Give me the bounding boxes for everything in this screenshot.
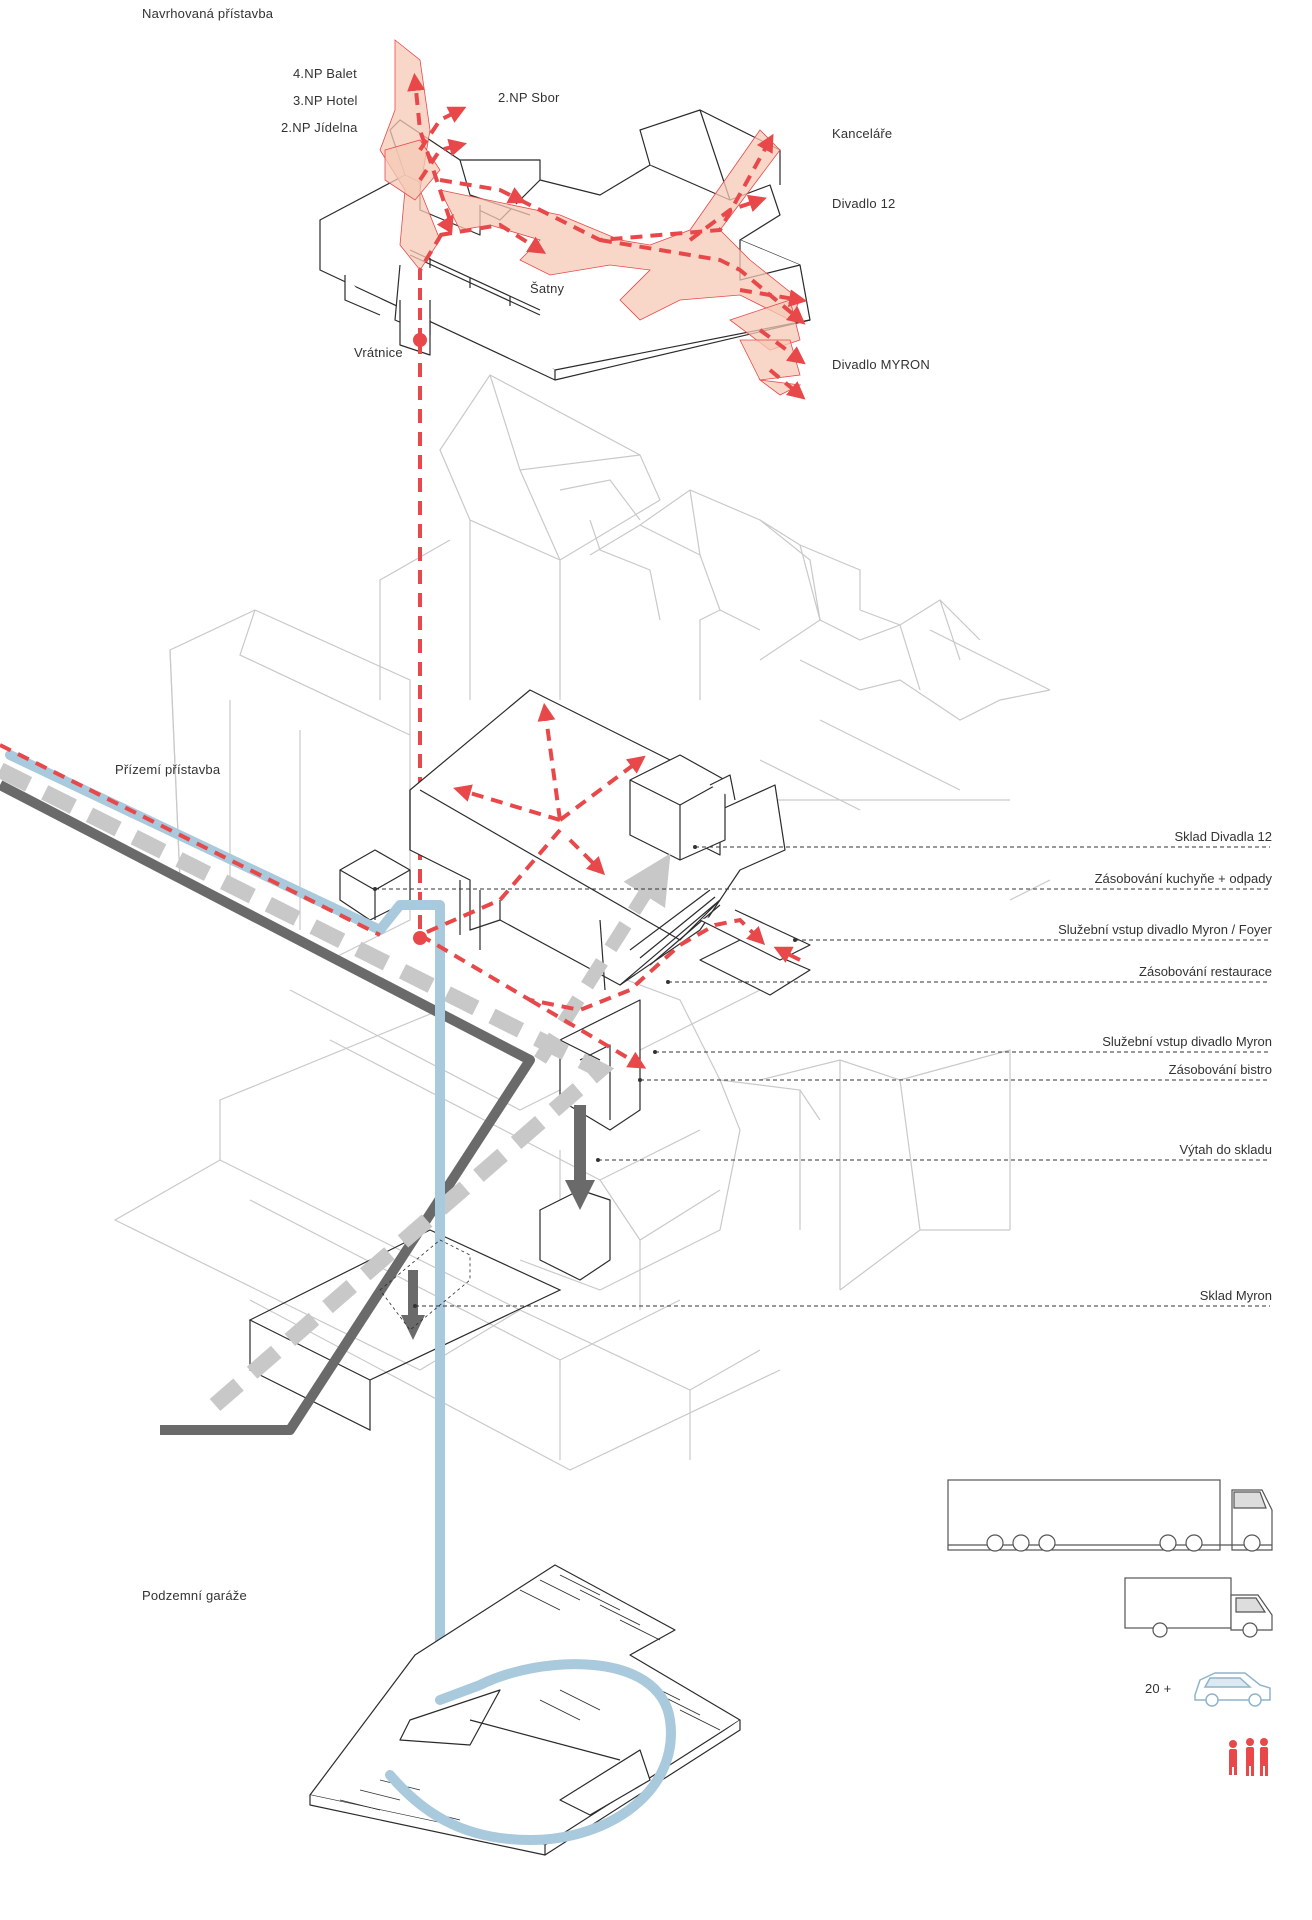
floor-label-4np: 4.NP Balet [293,66,357,81]
callout-vytah-do-skladu: Výtah do skladu [1179,1142,1272,1157]
destination-myron: Divadlo MYRON [832,357,930,372]
vratnice-node [413,333,427,347]
garage-blue-loop [385,1659,676,1846]
truck-route-grey-arrow [534,853,671,1064]
red-street-route [0,743,381,937]
callout-sluzebni-vstup-myron: Služební vstup divadlo Myron [1102,1034,1272,1049]
callout-zasobovani-restaurace: Zásobování restaurace [1139,964,1272,979]
destination-divadlo12: Divadlo 12 [832,196,896,211]
underground-garage [309,1564,741,1856]
pedestrians-icon [1229,1738,1268,1776]
car-icon [1194,1672,1271,1707]
section-label-ground: Přízemí přístavba [115,762,221,777]
section-label-top: Navrhovaná přístavba [142,6,274,21]
callout-dots [373,845,797,1308]
room-label-vratnice: Vrátnice [354,345,403,360]
floor-label-2np: 2.NP Jídelna [281,120,358,135]
ground-routes [418,702,801,1069]
callout-zasobovani-bistro: Zásobování bistro [1168,1062,1272,1077]
callout-sluzebni-vstup-foyer: Služební vstup divadlo Myron / Foyer [1058,922,1272,937]
top-routes [407,72,808,400]
context-buildings [113,374,1051,1471]
callout-zasobovani-kuchyne: Zásobování kuchyňe + odpady [1094,871,1272,886]
floor-label-3np: 3.NP Hotel [293,93,358,108]
truck-route-grey [0,762,615,1412]
section-label-garage: Podzemní garáže [142,1588,247,1603]
floor-label-sbor: 2.NP Sbor [498,90,560,105]
callout-sklad-divadla-12: Sklad Divadla 12 [1174,829,1272,844]
legend-car-count: 20 + [1145,1681,1172,1696]
truck-icon [947,1479,1273,1552]
callout-leaders [375,846,1270,1307]
van-icon [1124,1577,1273,1638]
ground-node [413,931,427,945]
callout-sklad-myron: Sklad Myron [1199,1288,1272,1303]
street-route-dark [0,780,535,1435]
top-circulation-fill [379,39,802,396]
sklad-myron-box [379,1239,471,1331]
destination-kancelare: Kanceláře [832,126,893,141]
room-label-satny: Šatny [530,281,565,296]
